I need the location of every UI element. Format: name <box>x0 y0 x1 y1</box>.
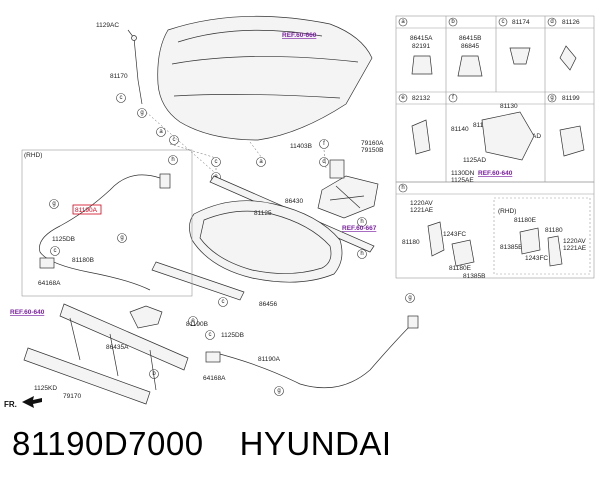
svg-text:b: b <box>451 19 455 25</box>
part-number: 81190D7000 <box>12 425 204 462</box>
svg-text:81385B: 81385B <box>500 244 522 251</box>
svg-text:81385B: 81385B <box>463 273 485 280</box>
label-79150B: 79150B <box>361 147 383 154</box>
release-handle <box>129 305 163 329</box>
label-81180B: 81180B <box>72 257 94 264</box>
svg-text:1220AV: 1220AV <box>563 238 586 245</box>
label-1125KD: 1125KD <box>34 385 57 392</box>
brand-name: HYUNDAI <box>239 425 392 462</box>
svg-text:c: c <box>120 95 123 101</box>
svg-text:86845: 86845 <box>461 43 479 50</box>
svg-text:1221AE: 1221AE <box>563 245 587 252</box>
label-81190A: 81190A <box>258 356 281 363</box>
front-arrow-icon <box>22 396 42 408</box>
svg-text:h: h <box>171 157 174 163</box>
hood-panel <box>157 15 373 141</box>
svg-text:1125AD: 1125AD <box>463 157 486 164</box>
label-1129AC: 1129AC <box>96 22 119 29</box>
label-86435A: 86435A <box>106 344 129 351</box>
svg-text:h: h <box>360 219 363 225</box>
label-rhd-left: (RHD) <box>24 152 42 159</box>
svg-text:1243FC: 1243FC <box>443 231 466 238</box>
label-64168A-b: 64168A <box>203 375 226 382</box>
ref-60-640-left[interactable]: REF.60-640 <box>10 309 45 316</box>
label-1125DB-a: 1125DB <box>52 236 75 243</box>
svg-text:c: c <box>502 19 505 25</box>
label-11403B: 11403B <box>290 143 312 150</box>
svg-text:81180E: 81180E <box>449 265 472 272</box>
svg-text:86415A: 86415A <box>410 35 433 42</box>
svg-text:81180: 81180 <box>402 239 420 246</box>
label-79160A: 79160A <box>361 140 384 147</box>
hood-stay-rod <box>127 29 143 105</box>
svg-text:81140: 81140 <box>451 126 469 133</box>
parts-diagram: REF.60-660 1129AC 81170 c g a c a c e f … <box>4 15 595 409</box>
svg-text:REF.60-640: REF.60-640 <box>478 170 513 177</box>
ref-60-640-grid[interactable]: REF.60-640 <box>478 170 513 177</box>
svg-text:h: h <box>401 185 404 191</box>
svg-text:1243FC: 1243FC <box>525 255 548 262</box>
label-81170: 81170 <box>110 73 128 80</box>
svg-text:81126: 81126 <box>562 19 580 26</box>
ref-60-660[interactable]: REF.60-660 <box>282 32 317 39</box>
svg-text:g: g <box>52 201 55 207</box>
svg-text:81174: 81174 <box>512 19 530 26</box>
svg-text:g: g <box>277 388 280 394</box>
svg-text:c: c <box>173 137 176 143</box>
label-64168A-a: 64168A <box>38 280 61 287</box>
svg-text:81180: 81180 <box>545 227 563 234</box>
label-86456: 86456 <box>259 301 277 308</box>
svg-text:1220AV: 1220AV <box>410 200 433 207</box>
svg-text:82132: 82132 <box>412 95 430 102</box>
label-79170: 79170 <box>63 393 81 400</box>
svg-text:82191: 82191 <box>412 43 430 50</box>
svg-text:g: g <box>550 95 553 101</box>
svg-text:a: a <box>401 19 405 25</box>
svg-text:e: e <box>191 318 195 324</box>
svg-text:REF.60-667: REF.60-667 <box>342 225 377 232</box>
label-81190B: 81190B <box>186 321 208 328</box>
svg-text:81130: 81130 <box>500 103 518 110</box>
weatherstrip-86456 <box>151 261 245 301</box>
hood-latch-assembly <box>317 159 379 219</box>
svg-text:d: d <box>550 19 553 25</box>
label-fr: FR. <box>4 400 17 409</box>
ref-60-667[interactable]: REF.60-667 <box>342 225 377 232</box>
front-panel-86435A <box>23 303 189 405</box>
svg-text:a: a <box>259 159 263 165</box>
rhd-box-left <box>21 149 193 297</box>
svg-text:h: h <box>360 251 363 257</box>
svg-text:g: g <box>140 110 143 116</box>
svg-text:g: g <box>408 295 411 301</box>
svg-text:1125AE: 1125AE <box>451 177 474 184</box>
svg-text:c: c <box>222 299 225 305</box>
part-caption: 81190D7000 HYUNDAI <box>12 425 592 475</box>
svg-text:c: c <box>215 159 218 165</box>
label-81190A-highlight[interactable]: 81190A <box>72 204 102 215</box>
svg-text:f: f <box>452 95 454 101</box>
svg-text:81190A: 81190A <box>75 207 98 214</box>
svg-text:(RHD): (RHD) <box>498 208 516 215</box>
svg-text:81180E: 81180E <box>514 217 537 224</box>
svg-text:a: a <box>159 129 163 135</box>
svg-text:b: b <box>152 371 156 377</box>
svg-text:c: c <box>209 332 212 338</box>
svg-text:REF.60-640: REF.60-640 <box>10 309 45 316</box>
release-cable-rhd <box>39 174 161 291</box>
svg-text:REF.60-660: REF.60-660 <box>282 32 317 39</box>
svg-text:1221AE: 1221AE <box>410 207 434 214</box>
svg-text:d: d <box>322 159 325 165</box>
label-86430: 86430 <box>285 198 303 205</box>
svg-text:86415B: 86415B <box>459 35 481 42</box>
svg-text:f: f <box>323 141 325 147</box>
svg-text:e: e <box>401 95 405 101</box>
svg-text:g: g <box>120 235 123 241</box>
svg-text:81199: 81199 <box>562 95 580 102</box>
release-cable-main <box>211 321 415 389</box>
label-1125DB-b: 1125DB <box>221 332 244 339</box>
parts-grid: a b c d e f g h 81174 81126 82132 81199 … <box>395 15 595 280</box>
svg-text:1130DN: 1130DN <box>451 170 475 177</box>
svg-text:c: c <box>54 248 57 254</box>
label-81125: 81125 <box>254 210 272 217</box>
